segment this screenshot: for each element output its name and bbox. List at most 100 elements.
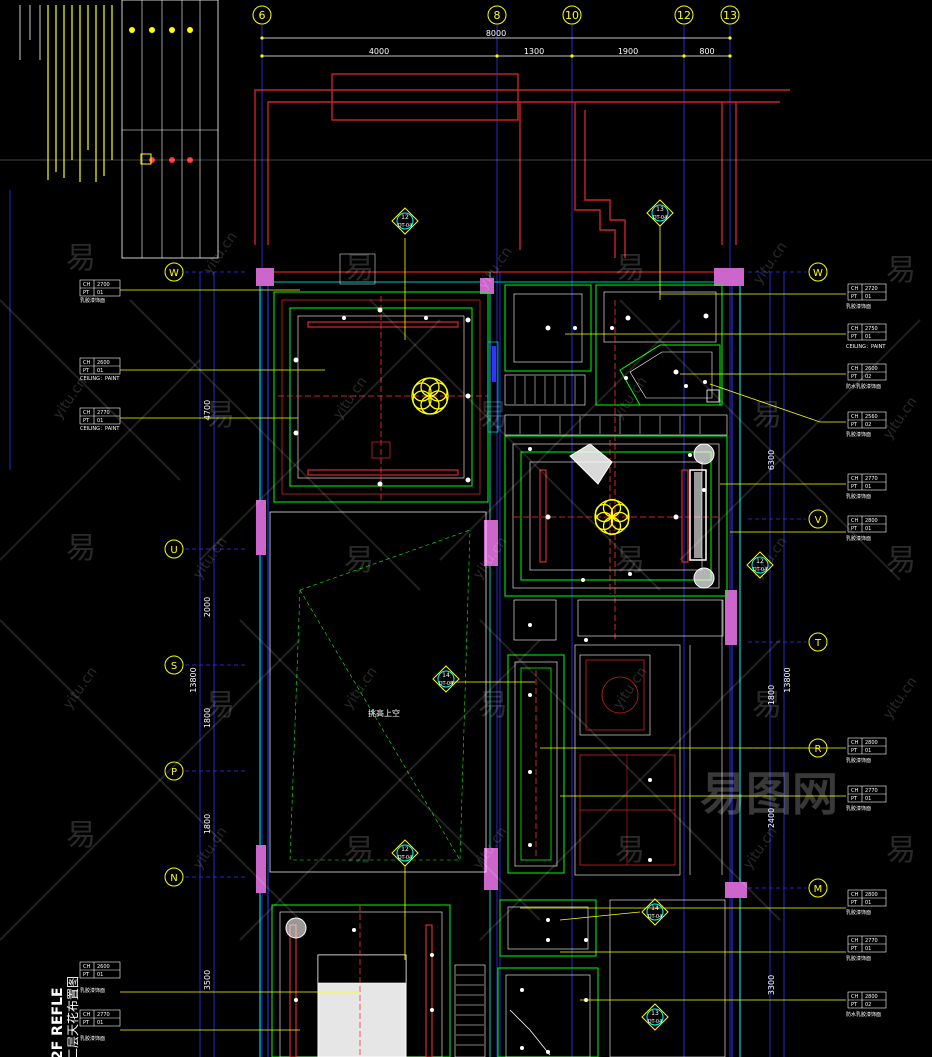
- top-dim-3: 1900: [618, 47, 638, 56]
- top-dimensions: 8000 4000 1300 1900 800: [260, 29, 732, 58]
- svg-text:14: 14: [442, 672, 450, 679]
- grid-top-10: 10: [565, 9, 579, 22]
- svg-text:01: 01: [97, 290, 103, 296]
- tag-ch-value: 2720: [865, 286, 878, 292]
- svg-text:yitu.cn: yitu.cn: [880, 674, 920, 722]
- tag-ch-label: CH: [851, 994, 858, 1000]
- svg-text:01: 01: [97, 972, 103, 978]
- tags-left: CH PT 2700 01 乳胶漆饰面 CH PT 2600 01 CEILING：…: [79, 279, 121, 1042]
- tag-pt-label: PT: [851, 526, 858, 532]
- svg-text:CH: CH: [83, 964, 90, 970]
- tag-pt-value: 01: [865, 334, 871, 340]
- title-block: 2F REFLE 二层天花布置图: [50, 976, 80, 1057]
- upper-walls: [254, 73, 790, 258]
- tag-note: CEILING：PAINT: [846, 344, 886, 350]
- svg-text:易: 易: [615, 833, 645, 868]
- callout-12b: 12 DT-04: [746, 551, 774, 579]
- tag-ch-label: CH: [851, 326, 858, 332]
- grid-left-n: N: [170, 873, 177, 884]
- svg-text:易: 易: [344, 251, 374, 286]
- tag-ch-value: 2800: [865, 518, 878, 524]
- grid-bubbles-top: [252, 5, 740, 25]
- svg-text:PT: PT: [83, 972, 90, 978]
- tag-ch-label: CH: [851, 414, 858, 420]
- bedroom-ceiling: [504, 414, 728, 597]
- svg-text:易: 易: [886, 253, 916, 288]
- tag-pt-label: PT: [851, 484, 858, 490]
- tag-ch-label: CH: [851, 366, 858, 372]
- left-dim-5: 3500: [203, 970, 212, 990]
- svg-text:12: 12: [756, 558, 764, 565]
- tag-pt-label: PT: [851, 334, 858, 340]
- tag-ch-value: 2800: [865, 892, 878, 898]
- svg-text:乳胶漆饰面: 乳胶漆饰面: [80, 1035, 105, 1042]
- tag-pt-value: 01: [865, 484, 871, 490]
- grid-right-t: T: [814, 638, 822, 649]
- svg-text:PT: PT: [83, 418, 90, 424]
- wall-columns: [256, 268, 747, 898]
- callout-14a: 14 DT-04: [432, 665, 460, 693]
- tag-note: 防水乳胶漆饰面: [846, 1011, 881, 1018]
- tag-pt-label: PT: [851, 946, 858, 952]
- svg-text:yitu.cn: yitu.cn: [330, 374, 370, 422]
- watermark-logo: 易图网: [700, 767, 838, 821]
- svg-text:yitu.cn: yitu.cn: [740, 824, 780, 872]
- svg-text:CH: CH: [83, 282, 90, 288]
- callouts: 12 DT-04 13 DT-04 14 DT-04 12 DT-04 12 D…: [391, 199, 774, 1031]
- tag-ch-value: 2800: [865, 740, 878, 746]
- grid-left-p: P: [171, 767, 177, 778]
- tag-note: 乳胶漆饰面: [846, 955, 871, 962]
- tag-ch-value: 2750: [865, 326, 878, 332]
- top-total-dim: 8000: [486, 29, 506, 38]
- svg-text:yitu.cn: yitu.cn: [190, 534, 230, 582]
- grid-lines: [9, 25, 806, 1057]
- tag-pt-label: PT: [851, 900, 858, 906]
- svg-text:CH: CH: [83, 410, 90, 416]
- svg-text:CEILING：PAINT: CEILING：PAINT: [80, 426, 120, 432]
- tag-note: 乳胶漆饰面: [846, 493, 871, 500]
- tag-pt-value: 02: [865, 374, 871, 380]
- svg-text:易: 易: [478, 688, 508, 723]
- grid-top-13: 13: [723, 9, 737, 22]
- tag-pt-value: 01: [865, 796, 871, 802]
- svg-text:13: 13: [656, 206, 664, 213]
- callout-14b: 14 DT-04: [641, 898, 669, 926]
- grid-left-s: S: [171, 661, 177, 672]
- svg-text:2600: 2600: [97, 964, 110, 970]
- tag-pt-value: 02: [865, 1002, 871, 1008]
- right-dim-4: 3300: [767, 975, 776, 995]
- right-dim-3: 2400: [767, 808, 776, 828]
- bedroom-light: [594, 498, 630, 536]
- top-dim-2: 1300: [524, 47, 544, 56]
- svg-text:DT-04: DT-04: [653, 215, 668, 221]
- svg-text:DT-04: DT-04: [648, 1019, 663, 1025]
- tag-right-3: CHPT260002防水乳胶漆饰面: [846, 363, 887, 390]
- svg-text:yitu.cn: yitu.cn: [340, 664, 380, 712]
- tag-pt-label: PT: [851, 796, 858, 802]
- svg-text:yitu.cn: yitu.cn: [200, 229, 240, 277]
- svg-text:yitu.cn: yitu.cn: [610, 664, 650, 712]
- svg-text:DT-04: DT-04: [753, 567, 768, 573]
- svg-text:易: 易: [344, 543, 374, 578]
- svg-text:CH: CH: [83, 360, 90, 366]
- tag-ch-label: CH: [851, 892, 858, 898]
- grid-top-8: 8: [494, 9, 501, 22]
- svg-text:乳胶漆饰面: 乳胶漆饰面: [80, 297, 105, 304]
- tag-pt-value: 02: [865, 422, 871, 428]
- tag-note: 乳胶漆饰面: [846, 805, 871, 812]
- svg-text:2700: 2700: [97, 282, 110, 288]
- svg-text:易: 易: [752, 688, 782, 723]
- room-label-open: 挑高上空: [368, 708, 400, 718]
- tag-pt-value: 01: [865, 900, 871, 906]
- svg-text:2600: 2600: [97, 360, 110, 366]
- svg-text:yitu.cn: yitu.cn: [60, 664, 100, 712]
- room-1-downlights: [293, 307, 471, 487]
- left-dim-2: 2000: [203, 597, 212, 617]
- svg-text:CEILING：PAINT: CEILING：PAINT: [80, 376, 120, 382]
